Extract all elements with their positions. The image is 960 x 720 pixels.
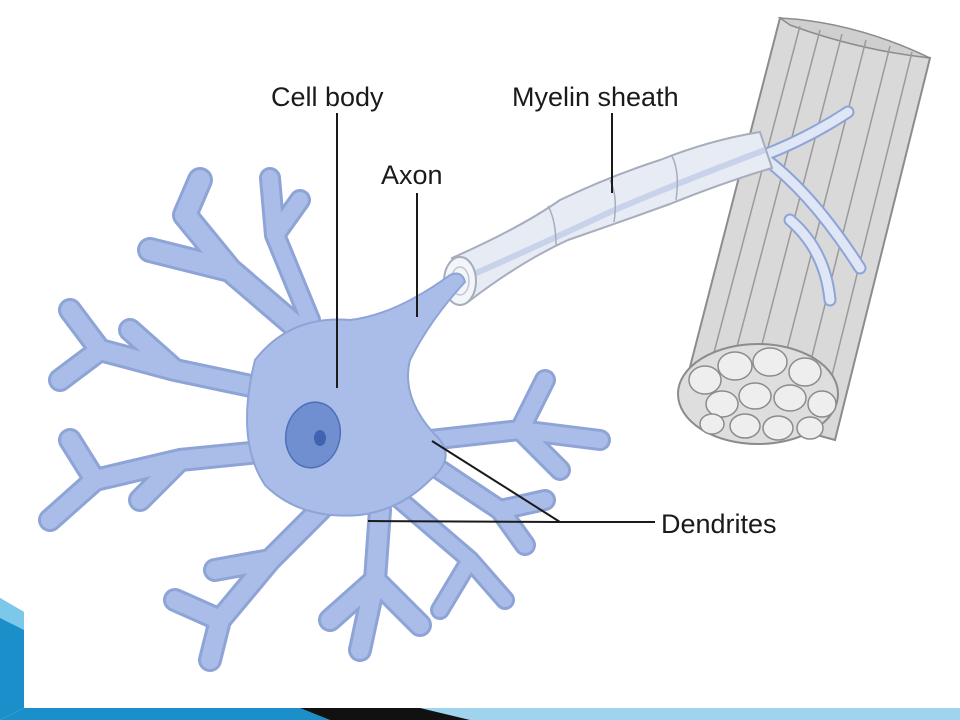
muscle-fiber-top-cap bbox=[777, 17, 931, 59]
dendrites bbox=[38, 167, 611, 672]
myelin-sheath-body bbox=[450, 130, 774, 304]
nucleolus bbox=[314, 430, 326, 446]
label-myelin-sheath: Myelin sheath bbox=[512, 82, 679, 112]
slide-left-band bbox=[0, 598, 24, 720]
label-axon: Axon bbox=[381, 160, 443, 190]
myelin-sheath bbox=[443, 130, 774, 306]
label-dendrites: Dendrites bbox=[661, 509, 777, 539]
slide-decoration bbox=[0, 598, 960, 720]
muscle-fiber-cross-section bbox=[677, 343, 839, 445]
nucleus bbox=[284, 401, 342, 469]
myelin-sheath-inner-line bbox=[463, 147, 767, 281]
leader-dendrites-upper bbox=[431, 440, 561, 523]
leader-dendrites-lower bbox=[367, 520, 561, 523]
leader-lines bbox=[336, 113, 655, 523]
slide-bottom-accent bbox=[300, 708, 470, 720]
label-cell-body: Cell body bbox=[271, 82, 384, 112]
cell-body bbox=[246, 272, 466, 517]
